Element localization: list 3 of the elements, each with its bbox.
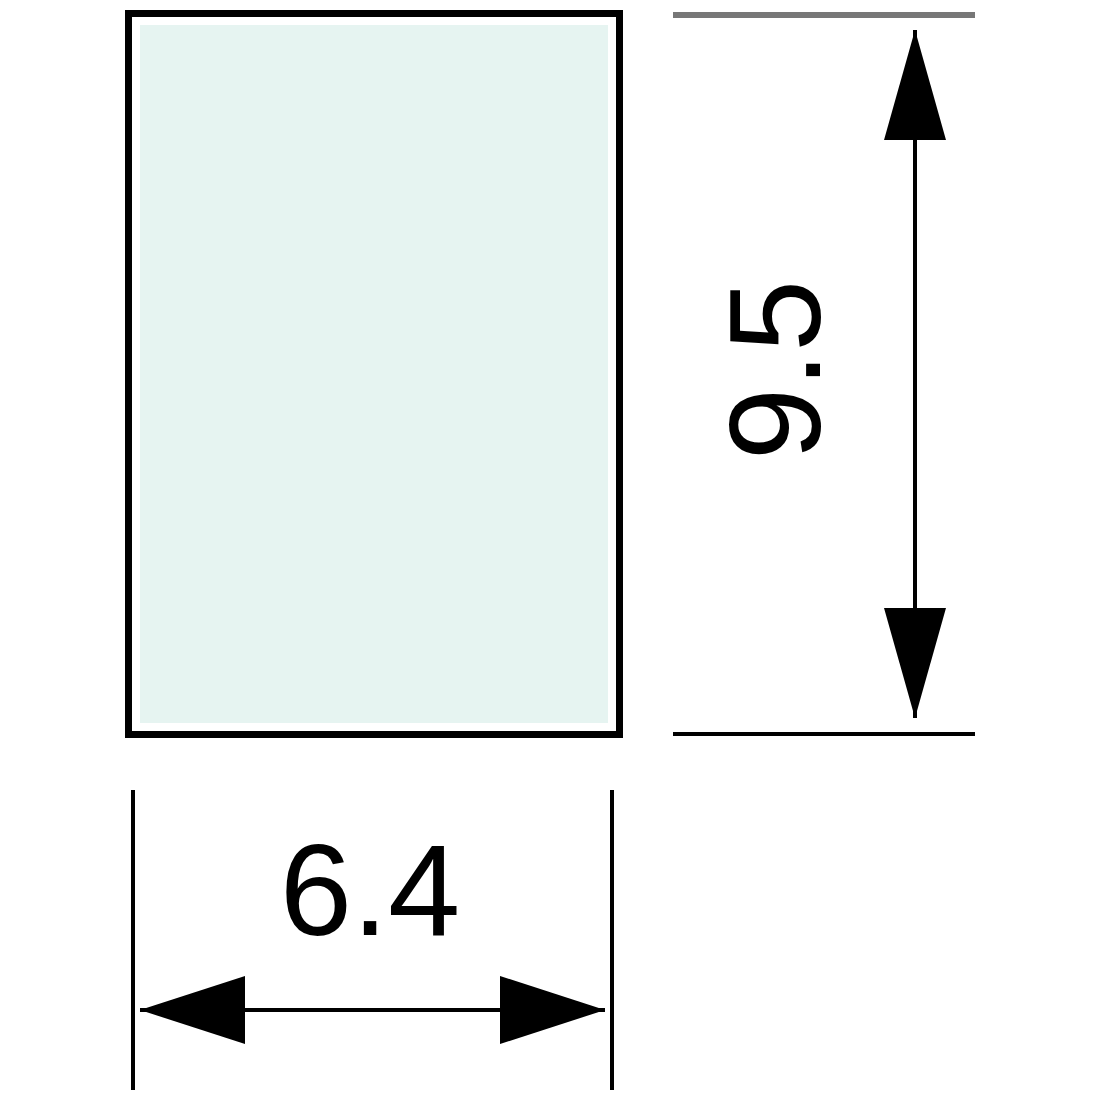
rectangle [125,10,623,738]
dimension-label: 9.5 [710,279,840,461]
dimension-label: 6.4 [279,825,461,955]
